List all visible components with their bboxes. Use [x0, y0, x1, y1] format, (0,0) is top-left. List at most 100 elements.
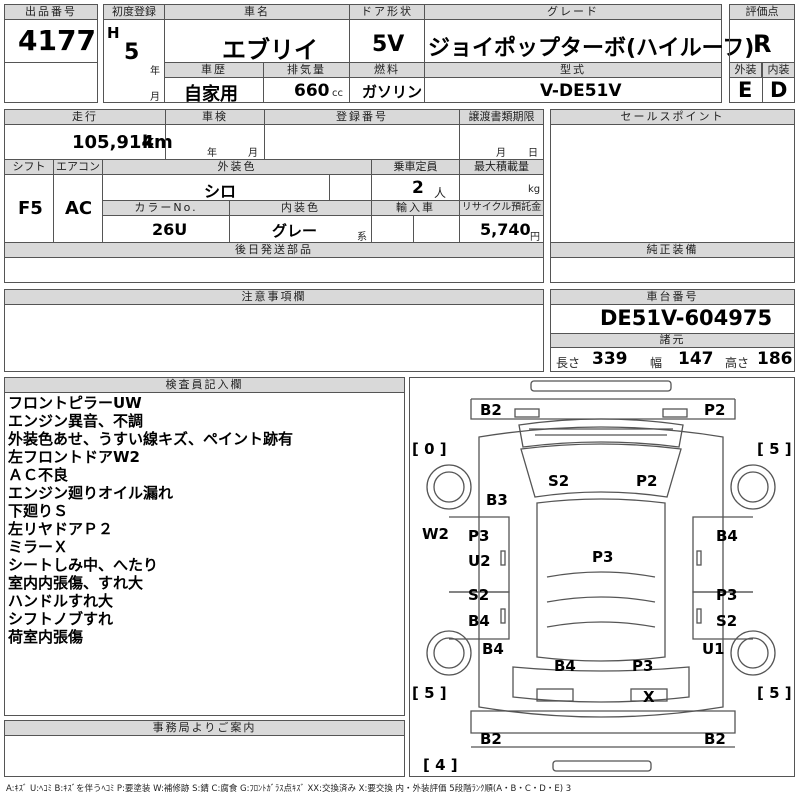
genuine-cell	[550, 257, 795, 283]
capacity-header: 乗車定員	[371, 159, 460, 175]
note-line: エンジン廻りオイル漏れ	[8, 484, 174, 502]
mark-rear-right: P3	[632, 657, 654, 675]
height-value: 186	[757, 349, 793, 369]
mark-bumper-rr: B2	[704, 730, 726, 748]
capacity-value: 2	[412, 178, 424, 198]
note-line: 左フロントドアW2	[8, 448, 140, 466]
car-name-header: 車名	[164, 4, 350, 20]
note-line: フロントピラーUW	[8, 394, 142, 412]
note-line: 室内内張傷、すれ大	[8, 574, 144, 592]
lot-blank-cell	[4, 62, 98, 103]
int-color-unit: 系	[357, 232, 367, 243]
transfer-day-unit: 日	[528, 148, 538, 159]
car-diagram	[426, 380, 776, 772]
mark-door-fl-a: P3	[468, 527, 490, 545]
door-type: 5V	[372, 32, 405, 57]
mark-door-rl-b: B4	[468, 612, 490, 630]
lot-number: 4177	[18, 24, 96, 57]
era-code: H	[107, 24, 120, 42]
mark-front-right: P2	[704, 401, 726, 419]
color-value: シロ	[204, 182, 237, 201]
caution-header: 注意事項欄	[4, 289, 544, 305]
width-value: 147	[678, 349, 714, 369]
model-value: V-DE51V	[540, 81, 622, 101]
displacement-unit: cc	[332, 88, 343, 99]
ac-value: AC	[65, 198, 93, 219]
office-header: 事務局よりご案内	[4, 720, 405, 736]
inspector-header: 検査員記入欄	[4, 377, 405, 393]
note-line: エンジン異音、不調	[8, 412, 144, 430]
history-header: 車歴	[164, 62, 264, 78]
tire-rear-right: [ 5 ]	[757, 684, 792, 702]
height-label: 高さ	[725, 356, 750, 370]
displacement-header: 排気量	[263, 62, 350, 78]
car-name: エブリイ	[222, 36, 318, 64]
note-line: シフトノブすれ	[8, 610, 114, 628]
tire-spare: [ 4 ]	[423, 756, 458, 774]
recycle-header: リサイクル預託金	[459, 200, 544, 216]
ac-header: エアコン	[53, 159, 103, 175]
import-cell-a	[371, 215, 414, 243]
note-line: 外装色あせ、うすい線キズ、ペイント跡有	[8, 430, 294, 448]
mark-quarter-left: B4	[482, 640, 504, 658]
mark-pillar-left: W2	[422, 525, 449, 543]
dims-cell	[550, 347, 795, 372]
year-unit: 年	[150, 66, 160, 77]
mark-roof: P3	[592, 548, 614, 566]
recycle-value: 5,740	[480, 220, 531, 239]
grade-value: ジョイポップターボ(ハイルーフ)	[428, 36, 755, 61]
lot-no-header: 出品番号	[4, 4, 98, 20]
mileage-header: 走行	[4, 109, 166, 125]
first-reg-header: 初度登録	[103, 4, 165, 20]
later-parts-cell	[4, 257, 544, 283]
mark-rear-left: B4	[554, 657, 576, 675]
inspection-year-unit: 年	[207, 148, 217, 159]
note-line: 下廻りＳ	[8, 502, 69, 520]
sales-point-cell	[550, 124, 795, 243]
length-value: 339	[592, 349, 628, 369]
car-diagram-frame	[409, 377, 795, 777]
mark-lamp-x: X	[643, 688, 655, 706]
note-line: 荷室内張傷	[8, 628, 84, 646]
mark-bumper-rl: B2	[480, 730, 502, 748]
note-line: 左リヤドアＰ２	[8, 520, 114, 538]
color-extra-cell	[329, 174, 372, 201]
note-line: ＡＣ不良	[8, 466, 69, 484]
mark-front-left: B2	[480, 401, 502, 419]
shift-header: シフト	[4, 159, 54, 175]
tire-front-right: [ 5 ]	[757, 440, 792, 458]
inspector-cell	[4, 392, 405, 716]
mark-door-rl-a: S2	[468, 586, 490, 604]
transfer-header: 譲渡書類期限	[459, 109, 544, 125]
max-load-unit: kg	[528, 184, 541, 195]
sales-point-header: セールスポイント	[550, 109, 795, 125]
fuel-header: 燃料	[349, 62, 425, 78]
recycle-unit: 円	[530, 232, 540, 243]
displacement-value: 660	[294, 81, 330, 101]
score-header: 評価点	[729, 4, 795, 20]
max-load-header: 最大積載量	[459, 159, 544, 175]
chassis-number: DE51V-604975	[600, 306, 773, 330]
mark-door-rr-b: S2	[716, 612, 738, 630]
int-grade: D	[770, 78, 788, 102]
score-value: R	[753, 30, 772, 58]
length-label: 長さ	[556, 356, 581, 370]
door-header: ドア形状	[349, 4, 425, 20]
grade-header: グレード	[424, 4, 722, 20]
mark-door-fl-b: U2	[468, 552, 491, 570]
office-cell	[4, 735, 405, 777]
fuel-value: ガソリン	[362, 83, 423, 101]
note-line: ミラーＸ	[8, 538, 69, 556]
mark-hood-left: S2	[548, 472, 570, 490]
shift-value: F5	[18, 198, 43, 219]
import-header: 輸入車	[371, 200, 460, 216]
import-cell-b	[413, 215, 460, 243]
mark-door-fr: B4	[716, 527, 738, 545]
inspection-month-unit: 月	[248, 148, 258, 159]
mark-hood-right: P2	[636, 472, 658, 490]
genuine-header: 純正装備	[550, 242, 795, 258]
capacity-unit: 人	[434, 186, 447, 200]
model-header: 型式	[424, 62, 722, 78]
mark-door-rr-a: P3	[716, 586, 738, 604]
dims-header: 諸元	[550, 333, 795, 348]
